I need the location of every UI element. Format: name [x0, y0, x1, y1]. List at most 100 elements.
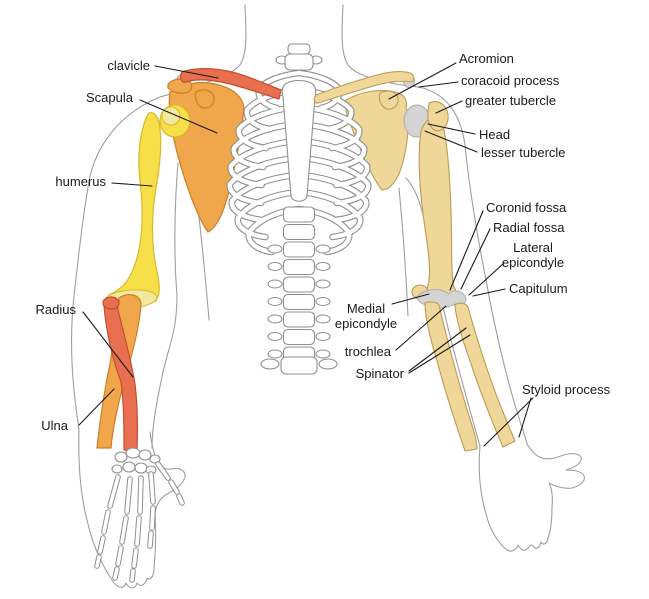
phalanx-bone	[98, 536, 105, 554]
rib	[296, 138, 370, 188]
phalanx-bone	[138, 476, 143, 514]
leader-line-humerus	[111, 182, 153, 187]
vertebra	[280, 356, 318, 375]
vertebra-process	[267, 331, 283, 342]
vertebra	[282, 258, 316, 276]
phalanx-bone	[149, 472, 155, 504]
right-hand-outline	[478, 443, 585, 552]
left-forearm	[96, 294, 142, 451]
vertebra	[282, 328, 316, 346]
vertebra-process	[318, 358, 338, 370]
right-torso-line	[398, 187, 409, 317]
left-radial-head	[102, 296, 120, 310]
vertebra	[287, 43, 311, 55]
rib	[246, 206, 302, 255]
rib	[296, 104, 362, 151]
phalanx-bone	[113, 567, 119, 580]
phalanx-bone	[120, 516, 128, 544]
carpal-bones	[111, 447, 161, 475]
leader-line-spinator	[408, 334, 471, 374]
rib	[231, 121, 302, 170]
right-forearm	[424, 301, 516, 452]
phalanx-bone	[177, 494, 184, 505]
right-radius-bone	[454, 302, 516, 448]
vertebra-process	[315, 314, 331, 324]
leader-line-scapula	[139, 99, 218, 134]
rib	[296, 87, 354, 132]
left-coracoid-knob	[194, 89, 215, 109]
vertebra	[284, 53, 314, 71]
phalanx-bone	[102, 510, 110, 534]
left-humerus-shaft	[106, 112, 162, 306]
vertebra-process	[267, 244, 283, 254]
leader-line-greater-tubercle	[435, 100, 463, 114]
vertebra-process	[267, 349, 283, 359]
vertebra-process	[267, 261, 283, 272]
cervical-vertebrae	[275, 43, 323, 71]
rib	[235, 189, 302, 240]
label-capitulum: Capitulum	[509, 281, 568, 296]
phalanx-bone	[108, 475, 120, 508]
leader-line-lateral-epicondyle	[468, 262, 505, 296]
labels: clavicleScapulahumerusRadiusUlnaAcromion…	[36, 51, 611, 433]
right-clavicle	[313, 71, 415, 110]
right-humerus	[403, 101, 467, 309]
rib	[296, 121, 367, 170]
label-radius: Radius	[36, 302, 77, 317]
lumbar-spine	[260, 206, 338, 375]
phalanx-bone	[169, 480, 179, 494]
leader-line-head	[427, 123, 476, 135]
leader-line-clavicle	[154, 65, 219, 79]
phalanx-bone	[95, 555, 101, 568]
left-inner-arm-line	[151, 162, 179, 449]
vertebra	[282, 293, 316, 311]
leader-line-ulna	[78, 388, 115, 426]
leader-line-styloid-process	[483, 397, 534, 447]
vertebra-process	[315, 279, 331, 289]
label-humerus: humerus	[55, 174, 106, 189]
rib-cage	[226, 69, 372, 256]
leader-lines	[78, 62, 534, 447]
vertebra-process	[267, 279, 283, 289]
phalanx-bone	[150, 506, 155, 530]
leader-line-radial-fossa	[460, 228, 491, 290]
vertebra	[282, 223, 316, 241]
rib	[296, 155, 371, 206]
leader-line-styloid-process	[518, 397, 532, 438]
label-coracoid-process: coracoid process	[461, 73, 560, 88]
label-greater-tubercle: greater tubercle	[465, 93, 556, 108]
leader-line-capitulum	[472, 288, 506, 297]
vertebra	[282, 206, 316, 223]
phalanx-bone	[132, 548, 138, 568]
label-coronid-fossa: Coronid fossa	[486, 200, 567, 215]
vertebra-process	[315, 244, 331, 254]
rib	[296, 206, 352, 255]
leader-line-coronid-fossa	[449, 210, 484, 291]
vertebra-process	[315, 261, 331, 272]
rib	[296, 189, 363, 240]
label-radial-fossa: Radial fossa	[493, 220, 565, 235]
phalanx-bone	[148, 531, 153, 548]
label-styloid-process: Styloid process	[522, 382, 611, 397]
rib	[227, 155, 302, 206]
vertebra-process	[315, 331, 331, 342]
leader-line-medial-epicondyle	[391, 293, 430, 305]
vertebra	[282, 311, 316, 328]
leader-line-trochlea	[395, 305, 447, 351]
vertebra	[282, 241, 316, 258]
label-acromion: Acromion	[459, 51, 514, 66]
right-clavicle-bone	[313, 71, 415, 104]
phalanx-bone	[116, 546, 123, 566]
right-ulna-bone	[424, 301, 478, 452]
vertebra-process	[267, 296, 283, 307]
leader-line-spinator	[408, 327, 467, 372]
label-clavicle: clavicle	[107, 58, 150, 73]
label-lesser-tubercle: lesser tubercle	[481, 145, 566, 160]
phalanx-bone	[130, 569, 135, 582]
leader-line-coracoid-process	[418, 81, 459, 88]
label-spinator: Spinator	[356, 366, 405, 381]
